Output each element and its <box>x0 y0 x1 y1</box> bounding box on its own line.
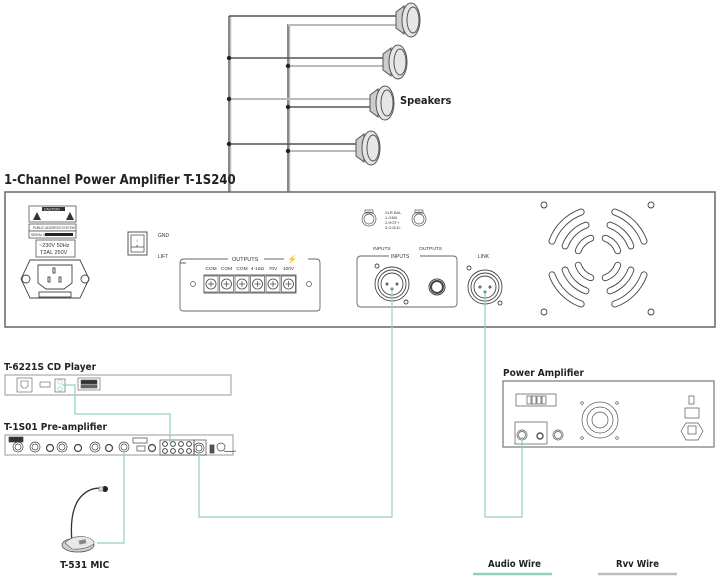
preamp-xlr-input <box>29 441 41 453</box>
inputs-group: INPUTS <box>356 254 458 308</box>
power-inlet-icon <box>20 259 90 299</box>
xlr-legend-text: XLR BAL 1-GND 2-HOT+ 3-COLD- <box>385 210 402 230</box>
preamp-xlr-input <box>89 441 101 453</box>
terminal-label: 70V <box>269 266 278 272</box>
link-label: LINK <box>478 254 490 260</box>
svg-text:T2AL 250V: T2AL 250V <box>40 250 68 256</box>
svg-text:XLR BAL: XLR BAL <box>385 210 402 215</box>
preamp-title: T-1S01 Pre-amplifier <box>4 422 107 433</box>
preamp-logo <box>8 436 24 443</box>
fan-vent-slot <box>561 266 590 295</box>
terminal-label: 100V <box>283 266 295 272</box>
svg-text:CAUTION: CAUTION <box>44 208 60 212</box>
legend-audio-wire-label: Audio Wire <box>488 559 541 570</box>
power-rating-label: ~230V 50Hz T2AL 250V <box>35 239 76 258</box>
svg-text:~230V 50Hz: ~230V 50Hz <box>39 243 70 249</box>
svg-text:SERIAL NO.: SERIAL NO. <box>31 233 49 237</box>
svg-text:I: I <box>137 238 138 243</box>
audio-wires <box>62 287 523 544</box>
fan-vent-slot <box>548 208 585 245</box>
preamp-jack <box>73 443 83 453</box>
main-amp-panel <box>4 191 716 328</box>
speaker-3 <box>369 85 395 121</box>
svg-text:1-GND: 1-GND <box>385 215 398 220</box>
speaker-4 <box>355 130 381 166</box>
xlr-pinout-diagram <box>361 209 427 227</box>
preamp-xlr-input <box>118 441 130 453</box>
outputs-jack-label: OUTPUTS <box>419 246 442 252</box>
preamp-terminal-block <box>132 437 148 444</box>
terminal-screw-icon <box>221 278 232 290</box>
preamp-connectors <box>8 436 237 456</box>
main-amp-title: 1-Channel Power Amplifier T-1S240 <box>4 173 236 188</box>
junction-dots <box>226 55 291 154</box>
fan-vent-slot <box>611 271 648 308</box>
fan-vent-slot <box>574 234 595 255</box>
speaker-2 <box>382 44 408 80</box>
terminal-screw-icon <box>236 278 248 290</box>
fan-vent-slot <box>606 221 635 250</box>
terminal-screw-icon <box>267 278 279 290</box>
fan-vent-slot <box>601 261 622 282</box>
legend: Audio Wire Rvv Wire <box>473 559 677 576</box>
cd-player-panel <box>4 374 232 396</box>
terminal-label: COM <box>221 266 232 272</box>
legend-rvv-wire-label: Rvv Wire <box>616 559 659 570</box>
preamp-xlr-input <box>12 441 24 453</box>
secondary-amp-panel <box>502 380 715 448</box>
secondary-amp-title: Power Amplifier <box>503 368 584 379</box>
terminal-screw-icon <box>283 278 294 290</box>
fan-vent-slot <box>601 234 622 255</box>
svg-text:2-HOT+: 2-HOT+ <box>385 220 400 225</box>
preamp-jack <box>45 443 55 453</box>
mic-title: T-531 MIC <box>60 560 110 571</box>
fan-vent-slot <box>611 208 648 245</box>
svg-text:⚡: ⚡ <box>287 254 297 264</box>
fan-vents <box>548 208 648 308</box>
desk-microphone <box>61 486 108 553</box>
inputs-label: INPUTS <box>373 246 391 252</box>
speaker-wiring <box>228 15 396 260</box>
speaker-1 <box>395 2 421 38</box>
quarter-inch-output-jack[interactable] <box>428 278 446 296</box>
cd-player-title: T-6221S CD Player <box>4 362 97 373</box>
gnd-label: GND <box>158 233 170 239</box>
preamp-xlr-input <box>56 441 68 453</box>
lift-label: LIFT <box>158 254 168 260</box>
svg-text:3-COLD-: 3-COLD- <box>385 225 402 230</box>
preamp-power-cord <box>216 442 226 452</box>
fan-vent-slot <box>574 261 595 282</box>
output-terminals: COM COM COM 4-16Ω 70V 100V <box>203 266 296 293</box>
ground-lift-switch[interactable]: I o <box>127 231 148 256</box>
secondary-amp-details <box>514 393 704 445</box>
terminal-label: 4-16Ω <box>251 266 265 272</box>
caution-label-plate: CAUTION PUBLIC ADDRESS SYSTEM SERIAL NO. <box>28 205 77 239</box>
terminal-label: COM <box>205 266 216 272</box>
terminal-screw-icon <box>205 278 217 290</box>
speakers-label: Speakers <box>400 94 451 107</box>
terminal-label: COM <box>236 266 247 272</box>
svg-text:INPUTS: INPUTS <box>391 254 410 260</box>
preamp-jack <box>104 443 114 453</box>
fan-grille <box>540 201 655 316</box>
cd-player-details <box>16 377 101 393</box>
fan-vent-slot <box>606 266 635 295</box>
terminal-screw-icon <box>252 278 263 290</box>
fan-vent-slot <box>548 271 585 308</box>
fan-vent-slot <box>561 221 590 250</box>
svg-text:PUBLIC ADDRESS SYSTEM: PUBLIC ADDRESS SYSTEM <box>33 226 75 230</box>
svg-text:o: o <box>136 243 139 248</box>
outputs-label: OUTPUTS <box>232 257 259 263</box>
